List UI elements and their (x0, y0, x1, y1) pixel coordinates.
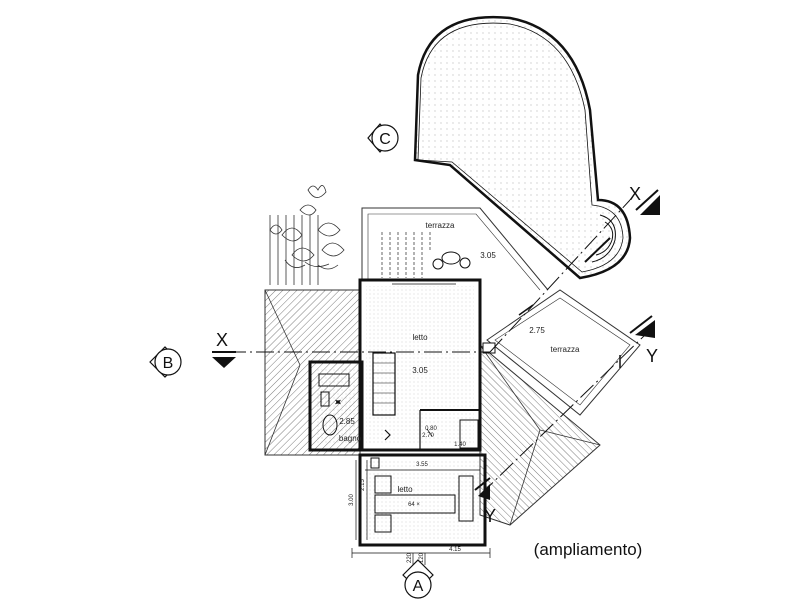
marker-a: A (402, 559, 434, 599)
height-terrazza-top: 3.05 (480, 251, 496, 260)
dimension-lines (351, 428, 491, 565)
room-label-terrazza-right: terrazza (551, 345, 580, 354)
dim-depth-215: 2.15 (360, 479, 366, 491)
height-small-2: 2.70 (422, 433, 434, 439)
section-letter-y-right: Y (646, 346, 658, 366)
dim-door-220: 220 (407, 552, 413, 563)
terrace-top (361, 207, 549, 291)
dim-door-140: 1.40 (454, 442, 466, 448)
section-arrows (212, 189, 660, 500)
height-letto-main: 3.05 (412, 366, 428, 375)
terrace-table (432, 251, 471, 270)
marker-b: B (149, 346, 182, 378)
svg-text:C: C (379, 131, 391, 148)
height-small-1: 0.80 (425, 426, 437, 432)
height-bagno: 2.85 (339, 417, 355, 426)
dim-window-64: 64 × (408, 502, 420, 508)
room-label-letto-main: letto (412, 333, 428, 342)
height-terrazza-right: 2.75 (529, 326, 545, 335)
svg-text:B: B (163, 355, 174, 372)
dim-door-120: 120 (419, 552, 425, 563)
room-label-letto-small: letto (397, 485, 413, 494)
section-letter-x-left: X (216, 330, 228, 350)
walls (308, 278, 487, 547)
annotation-ampliamento: (ampliamento) (534, 540, 643, 559)
section-letter-x-right: X (629, 184, 641, 204)
svg-text:A: A (413, 578, 424, 595)
roof-hatch-right (479, 343, 601, 526)
section-letter-y-bottom: Y (484, 506, 496, 526)
dim-width-355: 3.55 (416, 462, 428, 468)
room-label-terrazza-top: terrazza (426, 221, 455, 230)
marker-c: C (367, 123, 399, 153)
dim-depth-300: 3.00 (349, 494, 355, 506)
section-line-x (228, 199, 631, 353)
room-label-bagno: bagno (339, 434, 362, 443)
plants (269, 185, 345, 285)
swimming-pool (413, 15, 632, 280)
terrace-right (482, 289, 641, 416)
section-line-y (479, 334, 646, 496)
bathroom-fixtures (318, 373, 391, 441)
dim-width-415: 4.15 (449, 547, 461, 553)
